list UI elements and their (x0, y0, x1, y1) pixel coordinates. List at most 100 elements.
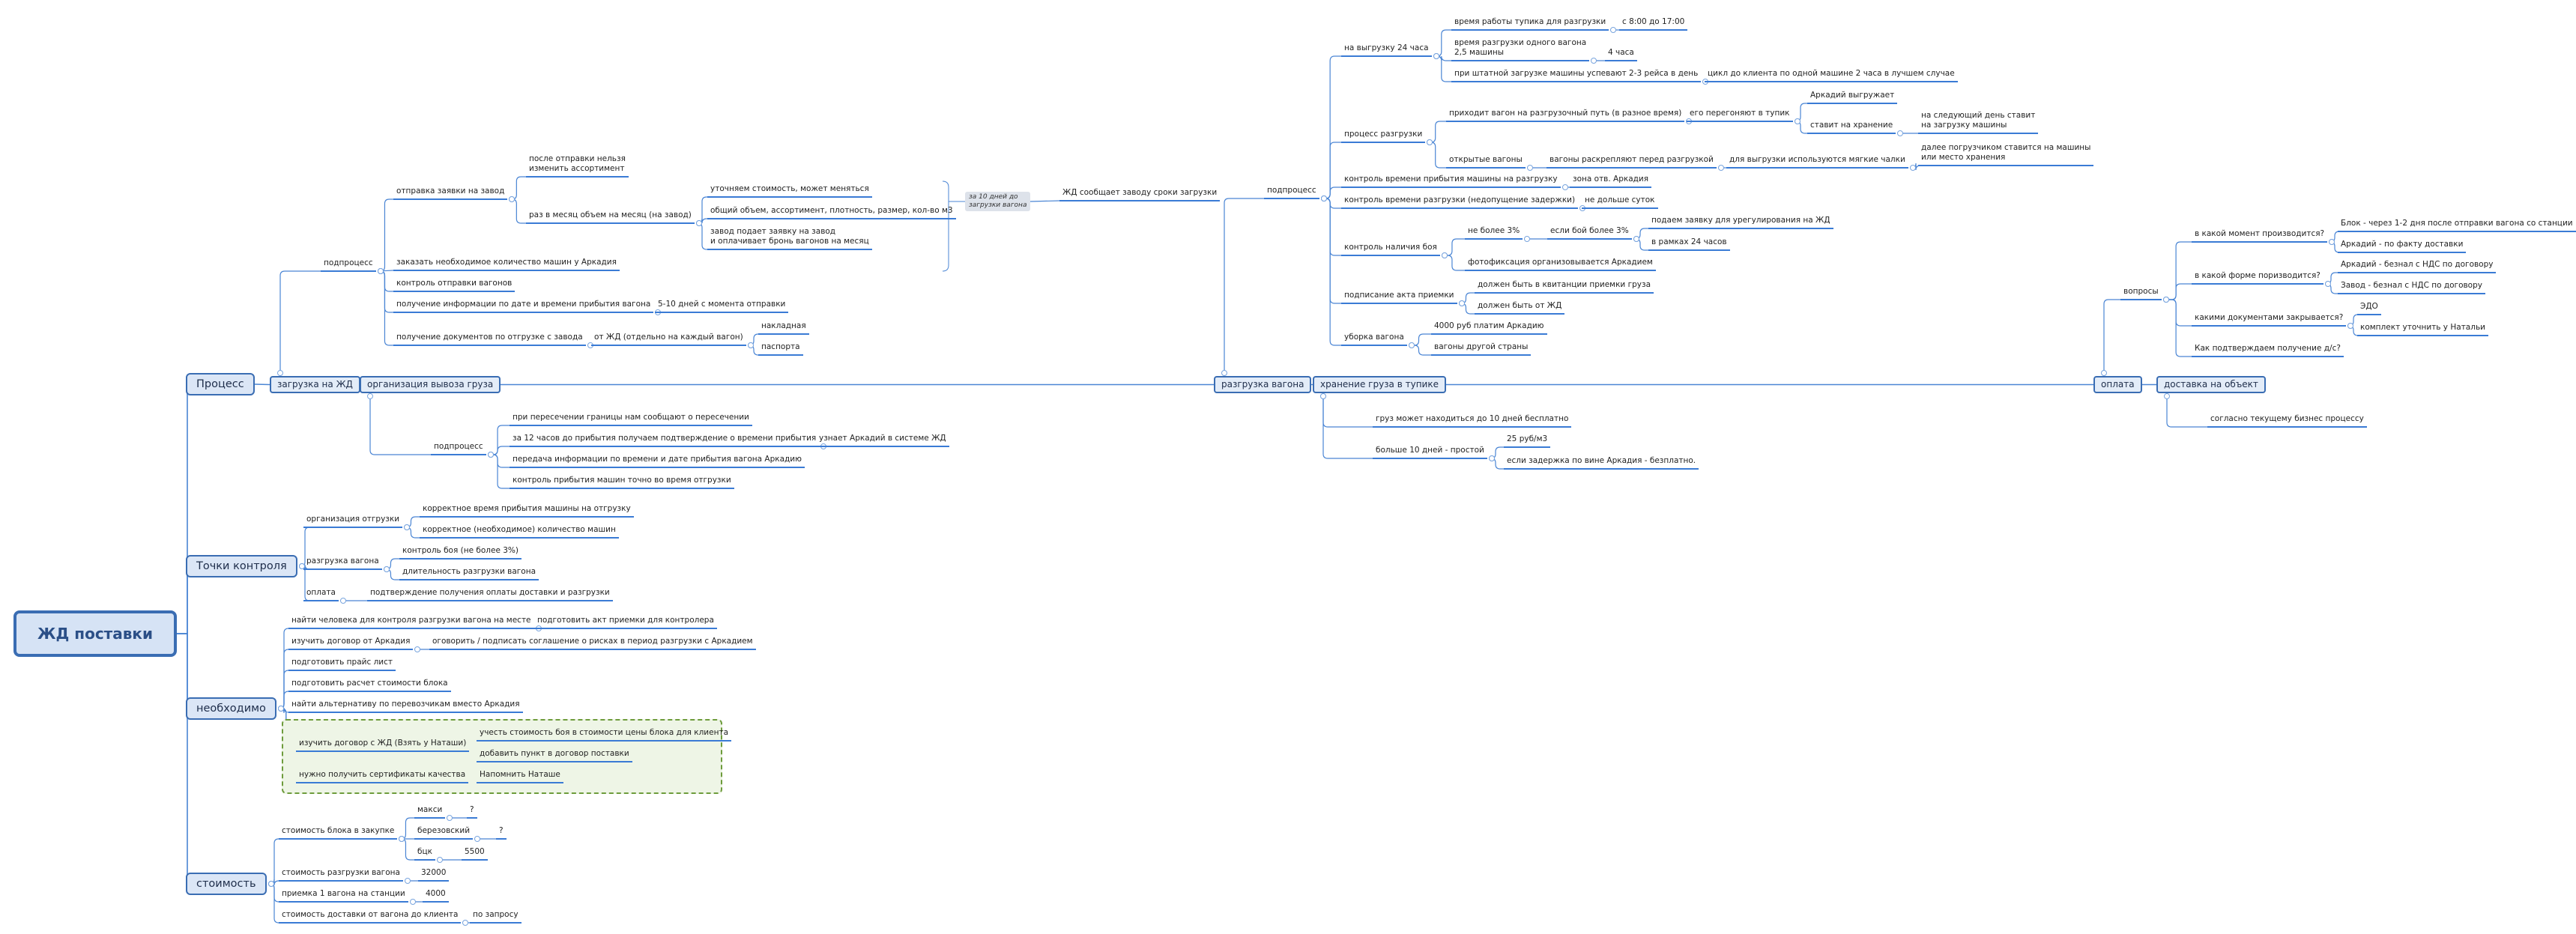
node-other-country[interactable]: вагоны другой страны (1431, 342, 1532, 356)
node-twelve[interactable]: за 12 часов до прибытия получаем подтвер… (510, 434, 820, 447)
topic-process[interactable]: Процесс (186, 373, 255, 395)
node-info-date[interactable]: получение информации по дате и времени п… (393, 300, 654, 313)
unload-subprocess[interactable]: подпроцесс (1264, 186, 1319, 199)
node-order-trucks[interactable]: заказать необходимое количество машин у … (393, 258, 620, 271)
node-bring[interactable]: приходит вагон на разгрузочный путь (в р… (1446, 109, 1685, 122)
topic-load-rzd[interactable]: загрузка на ЖД (270, 376, 360, 393)
node-ctrl-wagons[interactable]: контроль отправки вагонов (393, 279, 515, 292)
node-block[interactable]: Блок - через 1-2 дня после отправки ваго… (2338, 219, 2576, 232)
node-p32000[interactable]: 32000 (418, 868, 450, 882)
node-remind[interactable]: Напомнить Наташе (477, 770, 563, 783)
node-fight[interactable]: контроль боя (не более 3%) (399, 546, 522, 560)
node-clarify[interactable]: уточняем стоимость, может меняться (707, 184, 872, 198)
node-photo[interactable]: фотофиксация организовывается Аркадием (1465, 258, 1656, 271)
node-claim[interactable]: подаем заявку для урегулирования на ЖД (1648, 216, 1833, 229)
node-trips[interactable]: при штатной загрузке машины успевают 2-3… (1451, 69, 1702, 82)
node-unload-cost[interactable]: стоимость разгрузки вагона (279, 868, 403, 882)
node-volume[interactable]: общий объем, ассортимент, плотность, раз… (707, 206, 956, 219)
node-block-buy[interactable]: стоимость блока в закупке (279, 826, 398, 840)
node-monthly[interactable]: раз в месяц объем на месяц (на завод) (526, 210, 695, 224)
node-h24[interactable]: в рамках 24 часов (1648, 237, 1730, 251)
node-cycle[interactable]: цикл до клиента по одной машине 2 часа в… (1705, 69, 1958, 82)
node-form[interactable]: в какой форме поризводится? (2192, 271, 2323, 285)
node-from-rzd[interactable]: от ЖД (отдельно на каждый вагон) (591, 333, 746, 346)
node-moved[interactable]: его перегоняют в тупик (1687, 109, 1793, 122)
node-max3[interactable]: не более 3% (1465, 226, 1523, 240)
org-subprocess[interactable]: подпроцесс (431, 442, 486, 455)
node-correct-qty[interactable]: корректное (необходимое) количество маши… (420, 525, 619, 539)
node-load24[interactable]: на выгрузку 24 часа (1341, 43, 1432, 57)
node-ctrl-fight[interactable]: контроль наличия боя (1341, 243, 1440, 256)
node-questions[interactable]: вопросы (2120, 287, 2162, 300)
topic-storage[interactable]: хранение груза в тупике (1313, 376, 1446, 393)
node-contract-rzd[interactable]: изучить договор с ЖД (Взять у Наташи) (296, 739, 470, 752)
node-arkady-vat[interactable]: Аркадий - безнал с НДС по договору (2338, 260, 2497, 273)
node-add-clause[interactable]: добавить пункт в договор поставки (477, 749, 632, 762)
node-confirm[interactable]: Как подтверждаем получение д/с? (2192, 344, 2344, 357)
node-cleaning[interactable]: уборка вагона (1341, 333, 1407, 346)
node-next-day[interactable]: на следующий день ставит на загрузку маш… (1918, 111, 2039, 134)
node-open-wagons[interactable]: открытые вагоны (1446, 155, 1526, 169)
node-delivery-cost[interactable]: стоимость доставки от вагона до клиента (279, 910, 462, 924)
topic-needed[interactable]: необходимо (186, 697, 276, 720)
node-in-receipt[interactable]: должен быть в квитанции приемки груза (1475, 280, 1654, 294)
topic-payment[interactable]: оплата (2093, 376, 2142, 393)
node-storage-put[interactable]: ставит на хранение (1807, 121, 1896, 134)
node-p5500[interactable]: 5500 (462, 847, 488, 861)
node-berez[interactable]: березовский (414, 826, 474, 840)
topic-unload-wagon[interactable]: разгрузка вагона (1214, 376, 1312, 393)
node-q1[interactable]: ? (467, 805, 477, 819)
node-waybill[interactable]: накладная (758, 321, 809, 335)
node-kit[interactable]: комплект уточнить у Натальи (2357, 323, 2488, 336)
node-no-change[interactable]: после отправки нельзя изменить ассортиме… (526, 154, 629, 178)
node-delivery-per[interactable]: согласно текущему бизнес процессу (2207, 414, 2367, 428)
topic-cost[interactable]: стоимость (186, 873, 267, 895)
node-factory-pays[interactable]: завод подает заявку на завод и оплачивае… (707, 227, 872, 250)
node-price[interactable]: подготовить прайс лист (288, 658, 396, 671)
load-subprocess[interactable]: подпроцесс (321, 258, 376, 272)
node-ctrl-time[interactable]: контроль времени разгрузки (недопущение … (1341, 195, 1579, 209)
node-more10[interactable]: больше 10 дней - простой (1373, 446, 1487, 459)
node-accept[interactable]: приемка 1 вагона на станции (279, 889, 408, 903)
node-certs[interactable]: нужно получить сертификаты качества (296, 770, 469, 783)
node-max-day[interactable]: не дольше суток (1582, 195, 1658, 209)
node-ctrl-arrival[interactable]: контроль времени прибытия машины на разг… (1341, 175, 1561, 188)
node-passport[interactable]: паспорта (758, 342, 803, 356)
node-p4000[interactable]: 4000 (423, 889, 449, 903)
node-bts[interactable]: бцк (414, 847, 435, 861)
node-need-act[interactable]: подготовить акт приемки для контролера (534, 616, 717, 629)
node-proc[interactable]: процесс разгрузки (1341, 130, 1426, 143)
node-pay-confirm[interactable]: подтверждение получения оплаты доставки … (367, 588, 613, 601)
node-alt[interactable]: найти альтернативу по перевозчикам вмест… (288, 700, 523, 713)
node-pay4000[interactable]: 4000 руб платим Аркадию (1431, 321, 1547, 335)
node-ctrl-pay[interactable]: оплата (303, 588, 339, 601)
topic-org-export[interactable]: организация вывоза груза (360, 376, 501, 393)
summary-label[interactable]: за 10 дней до загрузки вагона (965, 192, 1031, 211)
node-border[interactable]: при пересечении границы нам сообщают о п… (510, 413, 752, 426)
node-hours[interactable]: с 8:00 до 17:00 (1619, 17, 1688, 31)
node-duration[interactable]: длительность разгрузки вагона (399, 567, 539, 580)
node-ctrl-trucks[interactable]: контроль прибытия машин точно во время о… (510, 476, 734, 489)
node-four[interactable]: 4 часа (1605, 48, 1637, 61)
node-when[interactable]: в какой момент производится? (2192, 229, 2328, 243)
node-soft-slings[interactable]: для выгрузки используются мягкие чалки (1726, 155, 1908, 169)
node-docs[interactable]: получение документов по отгрузке с завод… (393, 333, 586, 346)
node-arkady-learns[interactable]: узнает Аркадий в системе ЖД (816, 434, 949, 447)
node-zone[interactable]: зона отв. Аркадия (1570, 175, 1652, 188)
node-dead-hours[interactable]: время работы тупика для разгрузки (1451, 17, 1609, 31)
root-topic[interactable]: ЖД поставки (13, 610, 178, 657)
node-send-request[interactable]: отправка заявки на завод (393, 187, 508, 200)
node-free-delay[interactable]: если задержка по вине Аркадия - безплатн… (1504, 456, 1699, 470)
node-contract-ark[interactable]: изучить договор от Аркадия (288, 637, 414, 650)
node-agree[interactable]: оговорить / подписать соглашение о риска… (429, 637, 756, 650)
node-unfasten[interactable]: вагоны раскрепляют перед разгрузкой (1546, 155, 1717, 169)
topic-control-points[interactable]: Точки контроля (186, 555, 297, 577)
node-act[interactable]: подписание акта приемки (1341, 291, 1457, 304)
node-edo[interactable]: ЭДО (2357, 302, 2381, 315)
node-unload-time[interactable]: время разгрузки одного вагона 2,5 машины (1451, 38, 1590, 61)
node-arkady-fact[interactable]: Аркадий - по факту доставки (2338, 240, 2467, 253)
node-transfer[interactable]: передача информации по времени и дате пр… (510, 455, 805, 468)
node-five-ten[interactable]: 5-10 дней с момента отправки (655, 300, 789, 313)
node-loaded-next[interactable]: далее погрузчиком ставится на машины или… (1918, 143, 2094, 166)
node-rate[interactable]: 25 руб/м3 (1504, 434, 1551, 448)
